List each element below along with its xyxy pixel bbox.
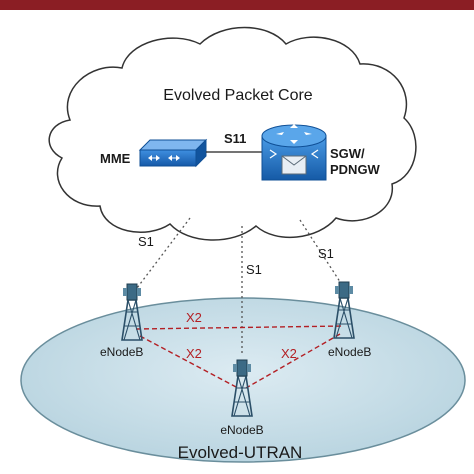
enodeb-tower-left-icon: [121, 283, 143, 341]
sgw-label-line2: PDNGW: [330, 162, 381, 177]
mme-device-icon: [138, 138, 208, 168]
x2-label-top: X2: [186, 310, 202, 325]
enodeb-label-right: eNodeB: [328, 345, 371, 359]
enodeb-label-left: eNodeB: [100, 345, 143, 359]
mme-label: MME: [100, 151, 131, 166]
enodeb-tower-bottom-icon: [231, 359, 253, 417]
x2-links: [135, 325, 345, 389]
epc-cloud: [48, 26, 417, 241]
enodeb-label-bottom: eNodeB: [220, 423, 263, 437]
x2-link-left: [139, 335, 239, 389]
s1-links: [133, 217, 345, 356]
s1-link-right: [299, 219, 345, 289]
s1-label-center: S1: [246, 262, 262, 277]
ran-ellipse: [20, 297, 466, 463]
x2-label-left: X2: [186, 346, 202, 361]
sgw-label-line1: SGW/: [330, 146, 365, 161]
s1-label-left: S1: [138, 234, 154, 249]
x2-label-right: X2: [281, 346, 297, 361]
x2-link-top: [135, 325, 345, 330]
sgw-router-icon: [261, 124, 327, 181]
epc-title: Evolved Packet Core: [163, 87, 313, 104]
s11-label: S11: [224, 131, 246, 146]
x2-link-right: [245, 333, 341, 389]
ran-title: Evolved-UTRAN: [178, 443, 303, 462]
enodeb-tower-right-icon: [333, 281, 355, 339]
s1-link-left: [133, 217, 191, 293]
s1-label-right: S1: [318, 246, 334, 261]
header-bar: [0, 0, 474, 10]
